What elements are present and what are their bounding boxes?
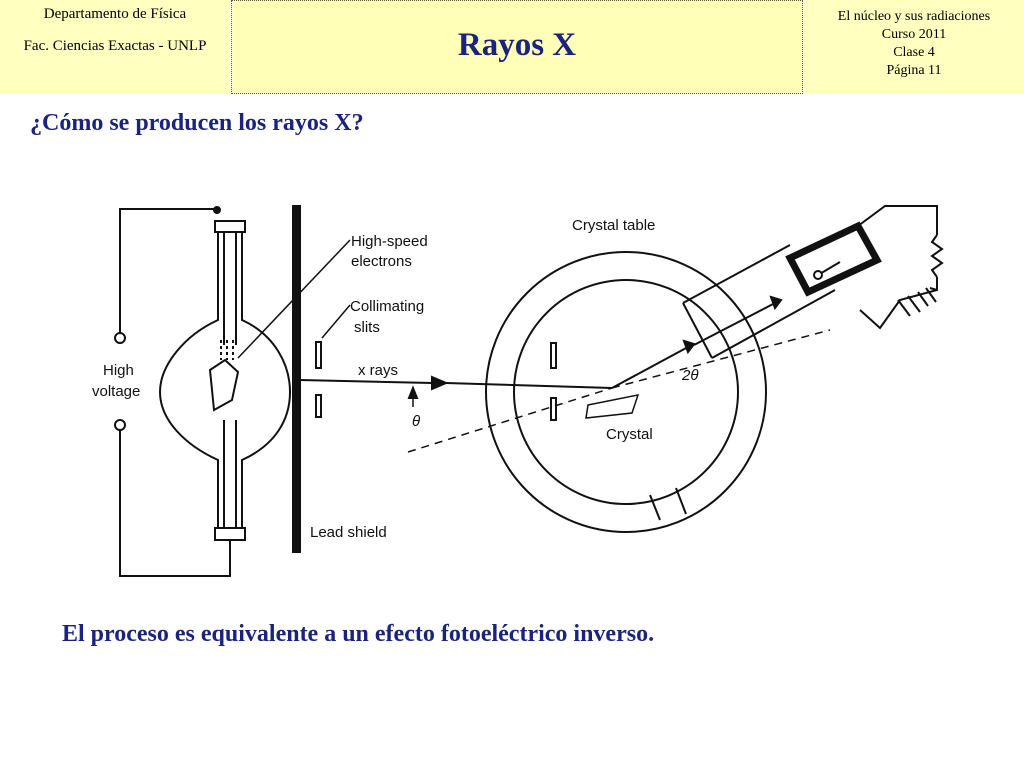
slit-upper-1	[315, 341, 322, 369]
caption-text: El proceso es equivalente a un efecto fo…	[62, 621, 655, 647]
crystal	[585, 394, 640, 419]
faculty-label: Fac. Ciencias Exactas - UNLP	[23, 38, 207, 54]
label-electrons: electrons	[351, 253, 412, 270]
lead-shield	[292, 205, 301, 553]
label-high: High	[103, 362, 134, 379]
label-x-rays: x rays	[358, 362, 398, 379]
label-collimating: Collimating	[350, 298, 424, 315]
xray-tube	[158, 220, 292, 541]
slit-upper-2	[550, 342, 557, 369]
label-lead-shield: Lead shield	[310, 524, 387, 541]
label-voltage: voltage	[92, 383, 140, 400]
detector	[785, 221, 882, 297]
label-slits: slits	[354, 319, 380, 336]
header-right: El núcleo y sus radiaciones Curso 2011 C…	[804, 0, 1024, 94]
label-crystal: Crystal	[606, 426, 653, 443]
header-left: Departamento de Física Fac. Ciencias Exa…	[0, 0, 230, 94]
page-number: Página 11	[886, 63, 942, 78]
slit-lower-2	[550, 397, 557, 421]
crystal-table-outer	[485, 251, 767, 533]
crystal-table-inner	[513, 279, 739, 505]
course-year: Curso 2011	[881, 27, 947, 42]
slit-lower-1	[315, 394, 322, 418]
question-heading: ¿Cómo se producen los rayos X?	[30, 110, 364, 136]
class-number: Clase 4	[893, 45, 935, 60]
page-title: Rayos X	[457, 27, 577, 63]
label-theta: θ	[412, 413, 420, 430]
label-high-speed: High-speed	[351, 233, 428, 250]
course-name: El núcleo y sus radiaciones	[837, 9, 991, 24]
label-crystal-table: Crystal table	[572, 217, 655, 234]
header-title-box: Rayos X	[231, 0, 803, 94]
department-label: Departamento de Física	[43, 6, 187, 22]
high-voltage-circuit	[114, 206, 231, 577]
label-two-theta: 2θ	[681, 367, 698, 384]
